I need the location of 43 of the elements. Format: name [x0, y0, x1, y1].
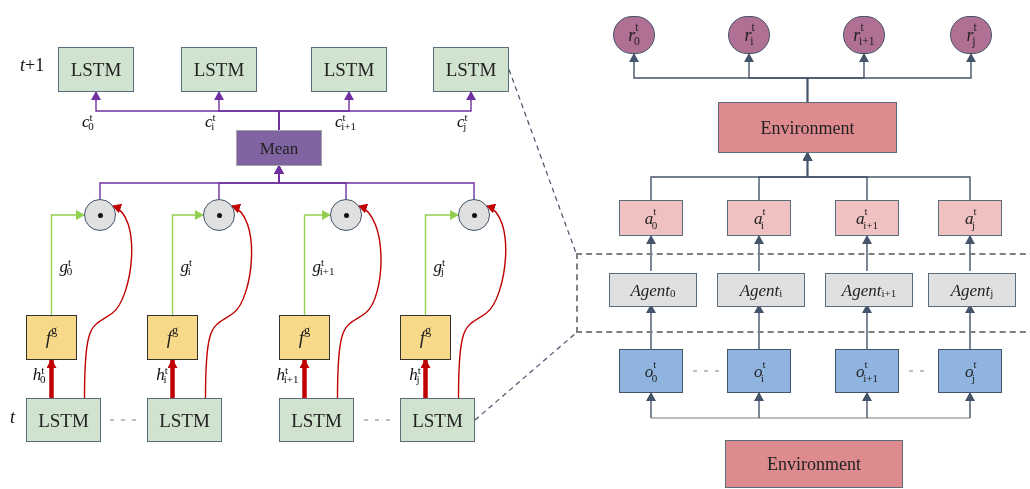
arrow	[965, 392, 975, 419]
time-label: t	[10, 408, 15, 426]
lstm-box: LSTM	[279, 398, 354, 442]
arrow	[646, 392, 656, 419]
lstm-box: LSTM	[181, 47, 257, 92]
arrow	[754, 392, 764, 419]
dashed-connector	[508, 68, 577, 254]
lstm-box: LSTM	[147, 398, 222, 442]
arrow	[278, 91, 476, 131]
function-box: f$^{g}$	[400, 315, 451, 360]
arrow	[46, 359, 57, 398]
arrow	[171, 210, 204, 316]
arrow	[83, 205, 133, 399]
arrow	[204, 205, 253, 399]
time-label: t+1	[20, 56, 45, 74]
arrow	[457, 205, 507, 399]
arrow	[303, 210, 331, 316]
arrow	[336, 205, 382, 399]
function-box: f$^{g}$	[26, 315, 77, 360]
environment-box: Environment	[725, 440, 903, 488]
environment-box: Environment	[718, 102, 897, 153]
lstm-box: LSTM	[26, 398, 101, 442]
arrow	[299, 359, 310, 398]
lstm-box: LSTM	[433, 47, 509, 92]
lstm-box: LSTM	[311, 47, 387, 92]
function-box: f$^{g}$	[279, 315, 330, 360]
function-box: f$^{g}$	[147, 315, 198, 360]
arrow	[274, 165, 475, 200]
arrow	[802, 152, 971, 201]
arrow	[167, 359, 178, 398]
arrow	[424, 210, 459, 316]
lstm-box: LSTM	[58, 47, 134, 92]
arrow	[754, 235, 764, 272]
arrow	[965, 235, 975, 272]
mean-box: Mean	[236, 130, 322, 166]
arrow	[862, 235, 872, 272]
lstm-box: LSTM	[400, 398, 475, 442]
arrow	[646, 235, 656, 272]
arrow	[420, 359, 431, 398]
arrow	[50, 210, 85, 316]
arrow	[862, 392, 872, 419]
dashed-connector	[474, 332, 577, 421]
arrow	[806, 53, 976, 103]
